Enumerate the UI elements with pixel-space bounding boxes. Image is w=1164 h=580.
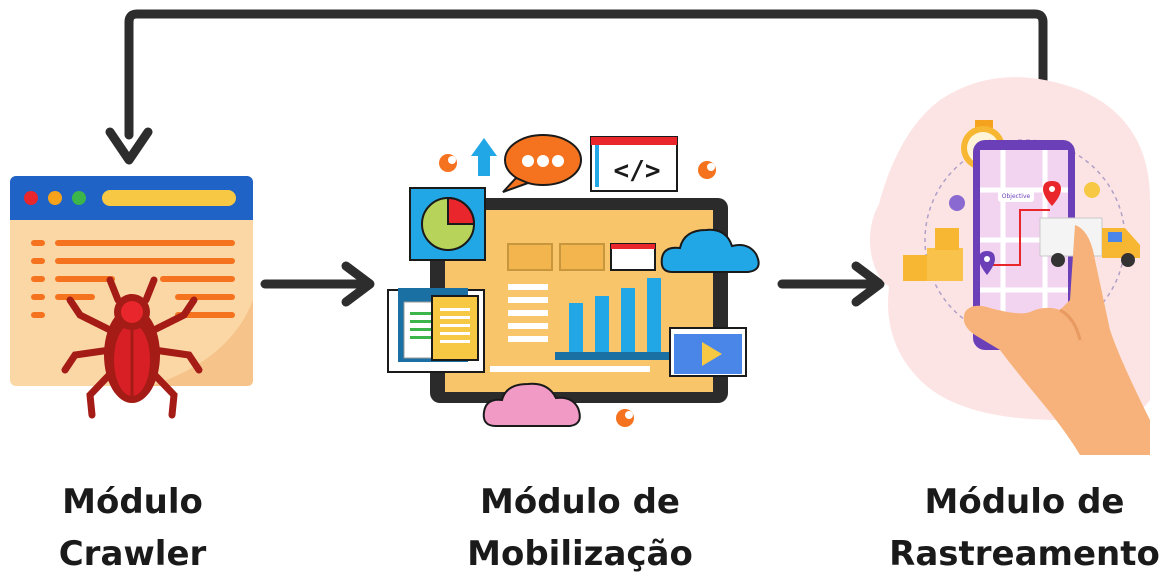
boxes-icon <box>903 228 963 281</box>
chat-bubble-icon <box>502 134 582 193</box>
module-label-rastreamento: Módulo de Rastreamento <box>885 476 1164 580</box>
feedback-loop-arrow <box>105 9 1048 165</box>
module-label-line1: Módulo de <box>480 482 680 522</box>
map-objective-tag: Objective <box>1002 193 1031 200</box>
bug-icon <box>61 276 203 419</box>
pink-cloud-icon <box>482 382 581 427</box>
module-label-line1: Módulo de <box>924 482 1125 522</box>
module-label-line1: Módulo <box>62 482 203 522</box>
bug-browser-icon <box>10 176 253 419</box>
pie-chart-card-icon <box>409 187 486 261</box>
hand-icon <box>963 225 1150 455</box>
module-label-line2: Crawler <box>58 534 207 574</box>
module-label-line2: Mobilização <box>467 534 693 574</box>
upload-arrow-icon <box>471 138 497 176</box>
module-label-line2: Rastreamento <box>889 534 1160 574</box>
module-label-mobilizacao: Módulo de Mobilização <box>440 476 720 580</box>
code-window-icon: </> <box>590 136 678 192</box>
blue-cloud-icon <box>660 228 760 273</box>
phone-map-tracking-icon: Objective <box>870 77 1150 455</box>
arrow-crawler-to-mobilizacao <box>260 261 375 307</box>
bar-chart-graphic <box>555 278 673 360</box>
code-symbol: </> <box>614 156 661 186</box>
documents-card-icon <box>387 288 485 373</box>
location-pin-icon <box>979 181 1061 275</box>
module-label-crawler: Módulo Crawler <box>20 476 245 580</box>
tablet-dashboard-icon: </> <box>387 134 760 427</box>
arrow-mobilizacao-to-rastreamento <box>777 261 885 307</box>
video-play-icon <box>669 327 747 377</box>
